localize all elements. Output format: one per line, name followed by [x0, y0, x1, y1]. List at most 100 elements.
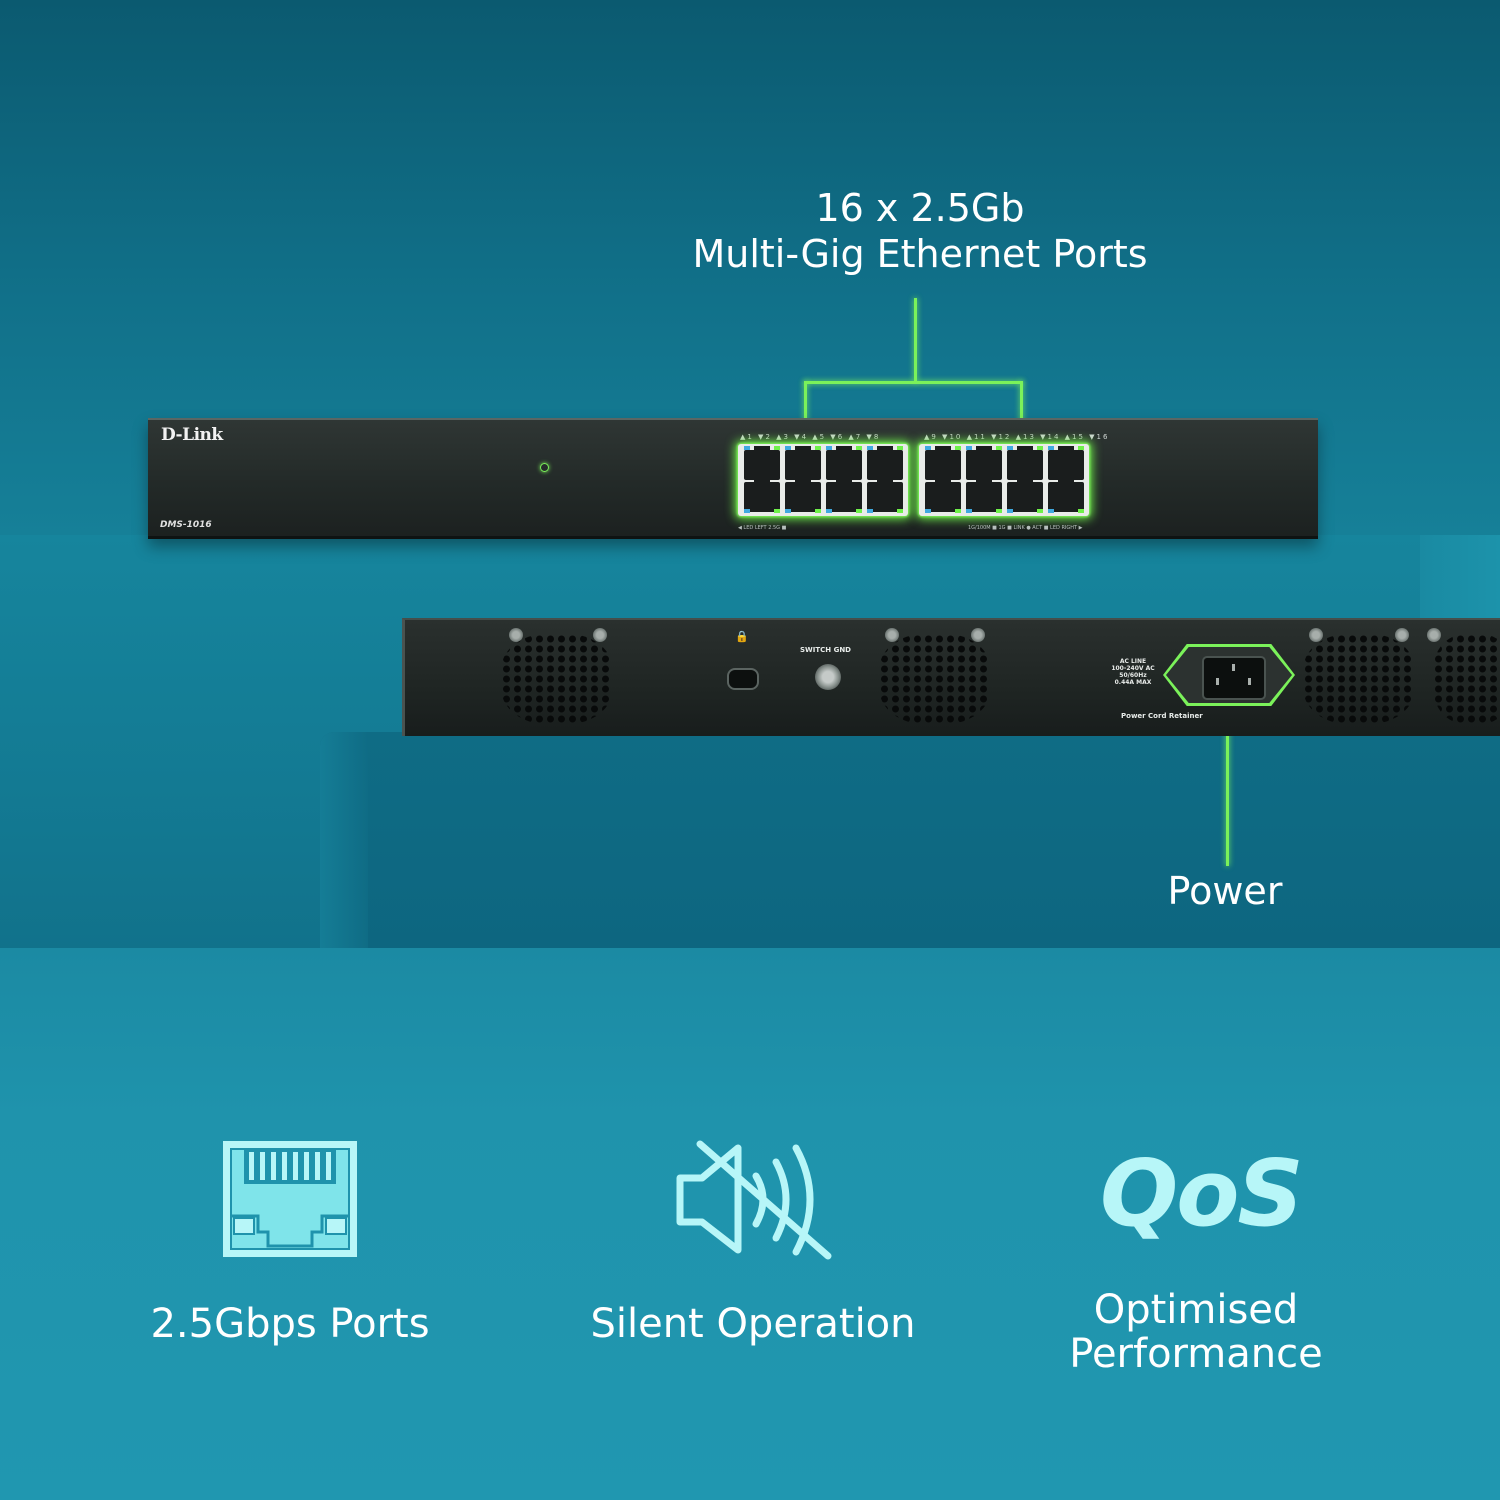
lower-step-block	[320, 732, 1500, 952]
screw-icon	[1309, 628, 1323, 642]
ethernet-port	[966, 478, 1002, 512]
port-led-icon	[826, 509, 832, 513]
switch-front-panel: D-Link DMS-1016 ▲1 ▼2 ▲3 ▼4 ▲5 ▼6 ▲7 ▼8 …	[148, 418, 1318, 539]
port-led-icon	[774, 509, 780, 513]
port-led-icon	[856, 446, 862, 450]
feature-label-qos-line1: Optimised	[1093, 1287, 1299, 1333]
feature-label-qos: Optimised Performance	[1040, 1288, 1352, 1376]
power-callout-label: Power	[1167, 869, 1283, 913]
port-led-icon	[826, 446, 832, 450]
ac-rating-line: 0.44A MAX	[1114, 679, 1152, 686]
ethernet-port	[867, 478, 903, 512]
ethernet-port	[744, 446, 780, 480]
fan-vent-left	[501, 634, 613, 724]
feature-label-ports: 2.5Gbps Ports	[150, 1301, 430, 1347]
ports-callout-title: 16 x 2.5Gb Multi-Gig Ethernet Ports	[600, 185, 1240, 277]
led-legend-right: 1G/100M ■ 1G ■ LINK ● ACT ■ LED RIGHT ▶	[968, 525, 1083, 531]
port-led-icon	[925, 509, 931, 513]
switch-gnd-label: SWITCH GND	[800, 646, 851, 654]
speaker-muted-icon	[676, 1140, 832, 1260]
lock-icon: 🔒	[735, 630, 749, 643]
port-group-right	[919, 444, 1089, 516]
ethernet-port	[966, 446, 1002, 480]
port-group-left	[738, 444, 908, 516]
ethernet-port	[1048, 446, 1084, 480]
port-led-icon	[785, 446, 791, 450]
ac-rating-label: AC LINE 100-240V AC 50/60Hz 0.44A MAX	[1103, 658, 1163, 686]
ethernet-port	[826, 478, 862, 512]
port-led-icon	[744, 509, 750, 513]
port-led-icon	[966, 509, 972, 513]
power-inlet-socket	[1202, 656, 1266, 700]
port-led-icon	[856, 509, 862, 513]
port-led-icon	[1048, 446, 1054, 450]
ethernet-port	[744, 478, 780, 512]
screw-icon	[593, 628, 607, 642]
ethernet-port	[925, 446, 961, 480]
port-led-icon	[897, 446, 903, 450]
ethernet-port-icon	[223, 1141, 357, 1257]
ethernet-port	[1048, 478, 1084, 512]
fan-vent-right	[1303, 634, 1415, 724]
socket-pin	[1248, 678, 1251, 685]
port-led-icon	[1037, 509, 1043, 513]
socket-pin	[1232, 664, 1235, 671]
port-led-icon	[966, 446, 972, 450]
port-led-icon	[1037, 446, 1043, 450]
brand-logo: D-Link	[161, 425, 223, 445]
power-cord-retainer-label: Power Cord Retainer	[1121, 712, 1203, 720]
port-led-icon	[867, 446, 873, 450]
feature-label-qos-line2: Performance	[1069, 1331, 1323, 1377]
fan-vent-far-right	[1433, 634, 1500, 724]
kensington-lock-slot	[727, 668, 759, 690]
qos-text-icon: QoS	[1100, 1140, 1304, 1247]
ground-screw	[815, 664, 841, 690]
port-led-icon	[785, 509, 791, 513]
screw-icon	[1395, 628, 1409, 642]
ethernet-port	[1007, 478, 1043, 512]
ac-rating-line: 50/60Hz	[1119, 672, 1147, 679]
ethernet-port	[1007, 446, 1043, 480]
port-led-icon	[897, 509, 903, 513]
port-led-icon	[815, 509, 821, 513]
port-led-icon	[815, 446, 821, 450]
led-legend-left: ◀ LED LEFT 2.5G ■	[738, 525, 787, 531]
ports-callout-line2: Multi-Gig Ethernet Ports	[692, 232, 1148, 276]
port-numbers-right: ▲9 ▼10 ▲11 ▼12 ▲13 ▼14 ▲15 ▼16	[924, 433, 1110, 441]
socket-pin	[1216, 678, 1219, 685]
ethernet-port	[925, 478, 961, 512]
port-led-icon	[996, 509, 1002, 513]
ethernet-port	[785, 478, 821, 512]
feature-label-silent: Silent Operation	[590, 1301, 916, 1347]
port-led-icon	[1048, 509, 1054, 513]
lower-step-edge	[320, 732, 368, 952]
port-led-icon	[1007, 509, 1013, 513]
port-led-icon	[774, 446, 780, 450]
screw-icon	[885, 628, 899, 642]
switch-rear-panel: 🔒 SWITCH GND AC LINE 100-240V AC 50/60Hz…	[402, 618, 1500, 736]
port-led-icon	[1007, 446, 1013, 450]
power-callout-line	[1226, 708, 1229, 866]
port-led-icon	[955, 446, 961, 450]
ac-rating-line: AC LINE	[1119, 658, 1147, 665]
port-led-icon	[925, 446, 931, 450]
screw-icon	[971, 628, 985, 642]
power-inlet-highlight	[1163, 644, 1295, 706]
ethernet-port	[826, 446, 862, 480]
port-led-icon	[1078, 446, 1084, 450]
ethernet-port	[867, 446, 903, 480]
power-led-icon	[540, 463, 549, 472]
screw-icon	[509, 628, 523, 642]
model-label: DMS-1016	[160, 520, 212, 530]
port-led-icon	[1078, 509, 1084, 513]
screw-icon	[1427, 628, 1441, 642]
port-led-icon	[744, 446, 750, 450]
port-numbers-left: ▲1 ▼2 ▲3 ▼4 ▲5 ▼6 ▲7 ▼8	[740, 433, 881, 441]
ports-callout-line1: 16 x 2.5Gb	[815, 186, 1025, 230]
ports-callout-bar	[804, 381, 1023, 384]
ports-callout-stem	[914, 298, 917, 382]
ethernet-port	[785, 446, 821, 480]
fan-vent-middle	[879, 634, 991, 724]
port-led-icon	[996, 446, 1002, 450]
